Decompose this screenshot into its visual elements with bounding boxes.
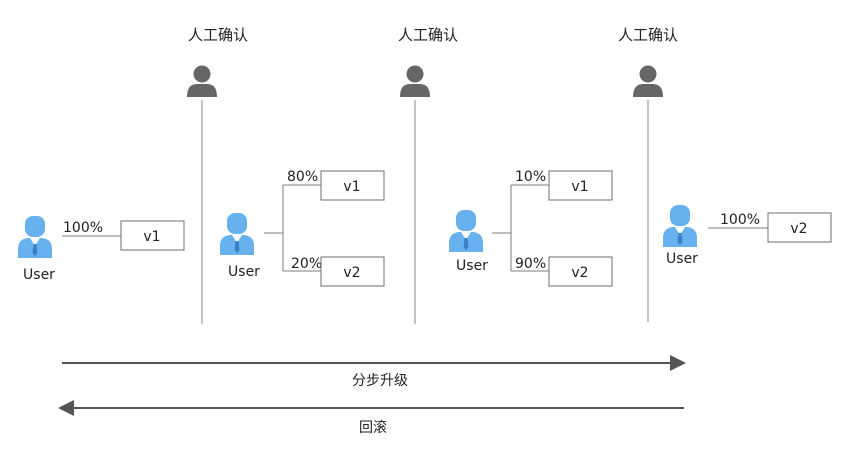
user-icon [18,216,52,258]
backward-arrow: 回滚 [58,400,684,436]
confirmation-1: 人工确认 [187,26,248,324]
version-box [767,212,832,243]
version-box [120,220,185,251]
route-percent: 10% [515,169,546,185]
version-label: v1 [143,229,160,245]
person-icon [187,65,217,97]
stage-2: User 80% v1 20% v2 [220,169,385,287]
version-label: v2 [343,265,360,281]
route-connector [492,184,549,272]
version-box [548,256,613,287]
confirmation-2: 人工确认 [398,26,458,324]
route-percent: 80% [287,169,318,185]
route-percent: 100% [720,212,760,228]
person-icon [633,65,663,97]
stage-4: User 100% v2 [663,205,832,267]
stage-3: User 10% v1 90% v2 [449,169,613,287]
forward-arrow: 分步升级 [62,355,686,389]
confirmation-label: 人工确认 [398,26,458,44]
forward-arrow-label: 分步升级 [352,373,408,389]
user-icon [449,210,483,252]
user-label: User [23,267,55,283]
user-icon [220,213,254,255]
confirmation-label: 人工确认 [618,26,678,44]
version-box [320,170,385,201]
version-box [320,256,385,287]
user-icon [663,205,697,247]
route-percent: 20% [291,256,322,272]
user-label: User [228,264,260,280]
route-percent: 90% [515,256,546,272]
version-label: v1 [571,179,588,195]
stage-1: User 100% v1 [18,216,185,283]
route-connector [264,184,321,272]
version-box [548,170,613,201]
person-icon [400,65,430,97]
user-label: User [456,258,488,274]
version-label: v2 [790,221,807,237]
route-percent: 100% [63,220,103,236]
confirmation-label: 人工确认 [188,26,248,44]
backward-arrow-label: 回滚 [359,419,387,436]
user-label: User [666,251,698,267]
version-label: v1 [343,179,360,195]
confirmation-3: 人工确认 [618,26,678,322]
version-label: v2 [571,265,588,281]
